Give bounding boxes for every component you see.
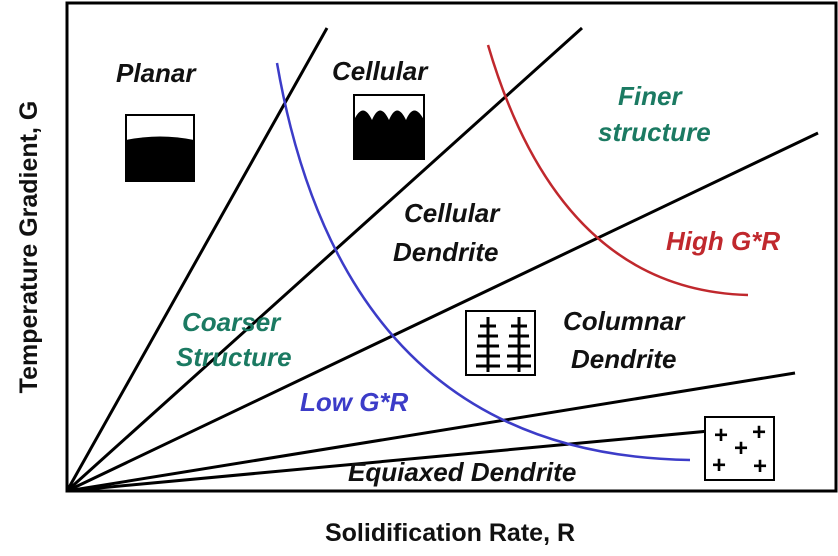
columnar-dendrite-icon bbox=[465, 310, 536, 376]
cellular-dendrite-label-line2: Dendrite bbox=[393, 237, 498, 267]
columnar-dendrite-label-line1: Columnar bbox=[563, 306, 686, 336]
finer-structure-label-line1: Finer bbox=[618, 81, 683, 111]
finer-structure-label-line2: structure bbox=[598, 117, 711, 147]
columnar-equiaxed-boundary-1 bbox=[66, 371, 796, 493]
high-gr-label: High G*R bbox=[666, 226, 780, 256]
columnar-dendrite-label-line2: Dendrite bbox=[571, 344, 676, 374]
columnar-equiaxed-boundary-2 bbox=[66, 428, 721, 493]
cellular-dendrite-boundary bbox=[65, 26, 584, 493]
cellular-columnar-boundary bbox=[66, 131, 819, 493]
low-gr-curve bbox=[275, 62, 691, 462]
svg-text:+: + bbox=[752, 419, 766, 446]
cellular-dendrite-label-line1: Cellular bbox=[404, 198, 501, 228]
cellular-label: Cellular bbox=[332, 56, 429, 86]
coarser-structure-label-line2: Structure bbox=[176, 342, 292, 372]
planar-cellular-boundary bbox=[65, 27, 329, 492]
planar-label: Planar bbox=[116, 58, 197, 88]
equiaxed-dendrite-icon: + + + + + bbox=[704, 416, 775, 481]
svg-text:+: + bbox=[753, 453, 767, 480]
planar-front-icon bbox=[125, 114, 195, 182]
svg-text:+: + bbox=[712, 452, 726, 479]
regime-boundary-lines bbox=[65, 26, 819, 493]
plot-frame bbox=[65, 1, 838, 493]
low-gr-label: Low G*R bbox=[300, 387, 409, 417]
coarser-structure-label-line1: Coarser bbox=[182, 307, 282, 337]
x-axis-label: Solidification Rate, R bbox=[325, 519, 575, 547]
y-axis-label: Temperature Gradient, G bbox=[15, 101, 43, 394]
high-gr-curve bbox=[486, 44, 749, 297]
equiaxed-dendrite-label: Equiaxed Dendrite bbox=[348, 457, 576, 487]
svg-text:+: + bbox=[714, 422, 728, 449]
cellular-front-icon bbox=[353, 94, 425, 160]
svg-text:+: + bbox=[734, 435, 748, 462]
